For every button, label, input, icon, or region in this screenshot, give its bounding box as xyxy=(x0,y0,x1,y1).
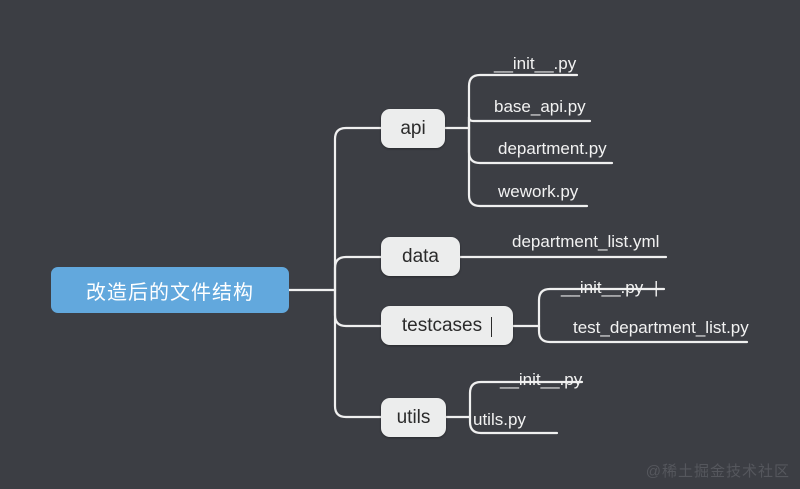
leaf-api-department[interactable]: department.py xyxy=(498,139,607,159)
leaf-api-wework[interactable]: wework.py xyxy=(498,182,578,202)
root-node[interactable]: 改造后的文件结构 xyxy=(51,267,289,313)
text-cursor-testcases xyxy=(491,316,493,337)
leaf-utils-init-label: __init__.py xyxy=(500,370,583,389)
leaf-testcases-test-department-list[interactable]: test_department_list.py xyxy=(573,318,749,338)
wire-trunk-utils xyxy=(333,288,383,419)
branch-node-utils[interactable]: utils xyxy=(381,398,446,437)
watermark: @稀土掘金技术社区 xyxy=(645,463,790,480)
wire-trunk-data xyxy=(333,255,383,292)
root-node-label: 改造后的文件结构 xyxy=(86,281,254,304)
leaf-api-wework-label: wework.py xyxy=(498,182,579,201)
branch-node-testcases[interactable]: testcases xyxy=(381,306,513,345)
leaf-testcases-test-department-list-label: test_department_list.py xyxy=(573,318,749,337)
branch-node-api[interactable]: api xyxy=(381,109,445,148)
branch-node-api-label: api xyxy=(400,117,426,139)
leaf-api-init[interactable]: __init__.py xyxy=(494,54,576,74)
leaf-api-department-label: department.py xyxy=(498,139,607,158)
leaf-data-department-list-label: department_list.yml xyxy=(512,232,660,251)
leaf-utils-init[interactable]: __init__.py xyxy=(500,370,582,390)
leaf-testcases-init-label: __init__.py xyxy=(561,278,644,297)
wire-api-child-1 xyxy=(467,115,592,130)
text-cursor-testcases-init: | xyxy=(653,278,659,297)
branch-node-data[interactable]: data xyxy=(381,237,460,276)
leaf-data-department-list[interactable]: department_list.yml xyxy=(512,232,659,252)
branch-node-utils-label: utils xyxy=(396,406,431,428)
leaf-utils-utils-label: utils.py xyxy=(473,410,526,429)
leaf-utils-utils[interactable]: utils.py xyxy=(473,410,526,430)
branch-node-data-label: data xyxy=(402,245,439,267)
branch-node-testcases-label: testcases xyxy=(401,314,483,336)
wire-trunk-api xyxy=(333,126,383,292)
leaf-api-base-api[interactable]: base_api.py xyxy=(494,97,586,117)
leaf-api-base-api-label: base_api.py xyxy=(494,97,586,116)
leaf-testcases-init[interactable]: __init__.py | xyxy=(561,278,658,298)
leaf-api-init-label: __init__.py xyxy=(494,54,577,73)
wire-trunk-testcases xyxy=(333,288,383,328)
